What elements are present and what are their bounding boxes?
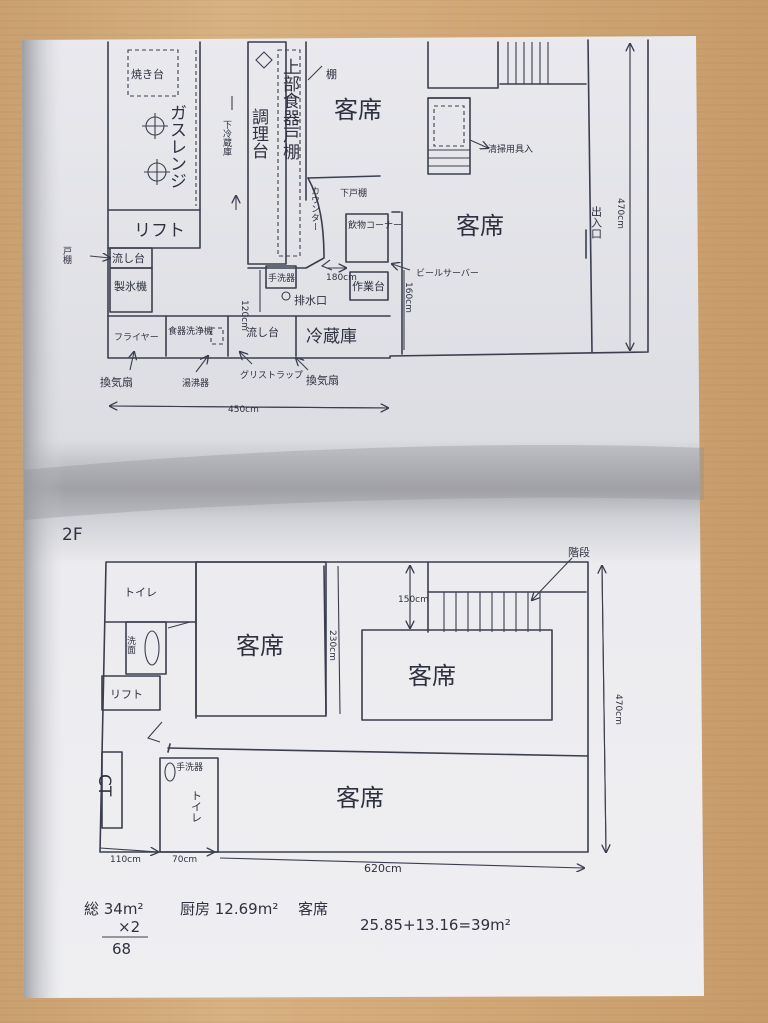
- lift-2f-label: リフト: [110, 688, 143, 701]
- vent1-label: 換気扇: [100, 375, 133, 389]
- seats-b-label: 客席: [408, 662, 456, 690]
- upper-shelf-label: 上部食器戸棚: [279, 58, 300, 161]
- hand-wash-2f-label: 手洗器: [176, 761, 203, 773]
- beer-server-label: ビールサーバー: [416, 268, 479, 279]
- dim-470-2f-label: 470cm: [613, 694, 623, 725]
- hand-wash-label: 手洗器: [268, 272, 295, 284]
- shelf-left-label: 戸棚: [61, 246, 72, 265]
- drain-label: 排水口: [294, 293, 327, 307]
- dim-620-label: 620cm: [364, 862, 402, 875]
- kitchen-area: 厨房 12.69m²: [180, 900, 278, 918]
- fryer-label: フライヤー: [114, 332, 159, 343]
- dim-160-label: 160cm: [403, 282, 413, 313]
- gas-range-label: ガスレンジ: [166, 104, 186, 189]
- exit-label: 出入口: [590, 205, 603, 239]
- water-heater-label: 湯沸器: [182, 377, 209, 389]
- dim-450-label: 450cm: [228, 405, 259, 415]
- area-summary: 総 34m² ×2 68 厨房 12.69m² 客席 25.85+13.16=3…: [84, 900, 511, 958]
- dim-120-label: 120cm: [239, 300, 249, 331]
- toilet1-label: トイレ: [124, 586, 157, 599]
- seats-a-label: 客席: [236, 632, 284, 660]
- floor2-plan: 2F トイ: [62, 525, 623, 875]
- lift-label: リフト: [134, 221, 185, 241]
- work-table-label: 作業台: [352, 279, 385, 293]
- grill-label: 焼き台: [131, 67, 164, 81]
- seats-top-label: 客席: [334, 96, 382, 124]
- stairs-label: 階段: [568, 545, 590, 559]
- seats-c-label: 客席: [336, 784, 384, 812]
- counter-label: カウンター: [309, 186, 320, 231]
- seats-area-label: 客席: [298, 900, 328, 918]
- dim-230-label: 230cm: [327, 630, 337, 661]
- grease-trap-label: グリストラップ: [240, 369, 303, 381]
- dishwasher-label: 食器洗浄機: [168, 325, 213, 337]
- ice-machine-label: 製氷機: [114, 279, 147, 293]
- dim-180-label: 180cm: [326, 273, 357, 283]
- floor1-plan: 焼き台 ガスレンジ リフト 戸棚 流し台 製氷機 フライヤー 食器洗浄機 流し台…: [61, 39, 649, 415]
- floor2-title: 2F: [62, 525, 83, 545]
- cook-table-label: 調理台: [248, 108, 269, 159]
- drink-corner-label: 飲物コーナー: [348, 219, 402, 231]
- sink-2f-label: 洗面: [125, 635, 136, 655]
- shelf-label: 棚: [326, 67, 337, 81]
- seats-right-label: 客席: [456, 212, 504, 240]
- cleaning-storage-label: 清掃用具入: [488, 143, 533, 155]
- dim-470-label: 470cm: [615, 198, 625, 229]
- total-area: 総 34m²: [84, 900, 143, 918]
- total-times: ×2: [118, 918, 140, 936]
- sink2-label: 流し台: [246, 325, 279, 339]
- dim-150-label: 150cm: [398, 595, 429, 605]
- fridge-label: 冷蔵庫: [306, 327, 357, 347]
- ct-label: CT: [94, 774, 114, 797]
- vent2-label: 換気扇: [306, 373, 339, 387]
- sink-label: 流し台: [112, 251, 145, 265]
- under-shelf-label: 下戸棚: [340, 187, 367, 199]
- dim-110-label: 110cm: [110, 855, 141, 865]
- total-result: 68: [112, 940, 131, 958]
- under-fridge-label: 下冷蔵庫: [221, 120, 232, 157]
- dim-70-label: 70cm: [172, 855, 197, 865]
- toilet2-label: トイレ: [190, 790, 203, 823]
- seats-area-calc: 25.85+13.16=39m²: [360, 916, 511, 934]
